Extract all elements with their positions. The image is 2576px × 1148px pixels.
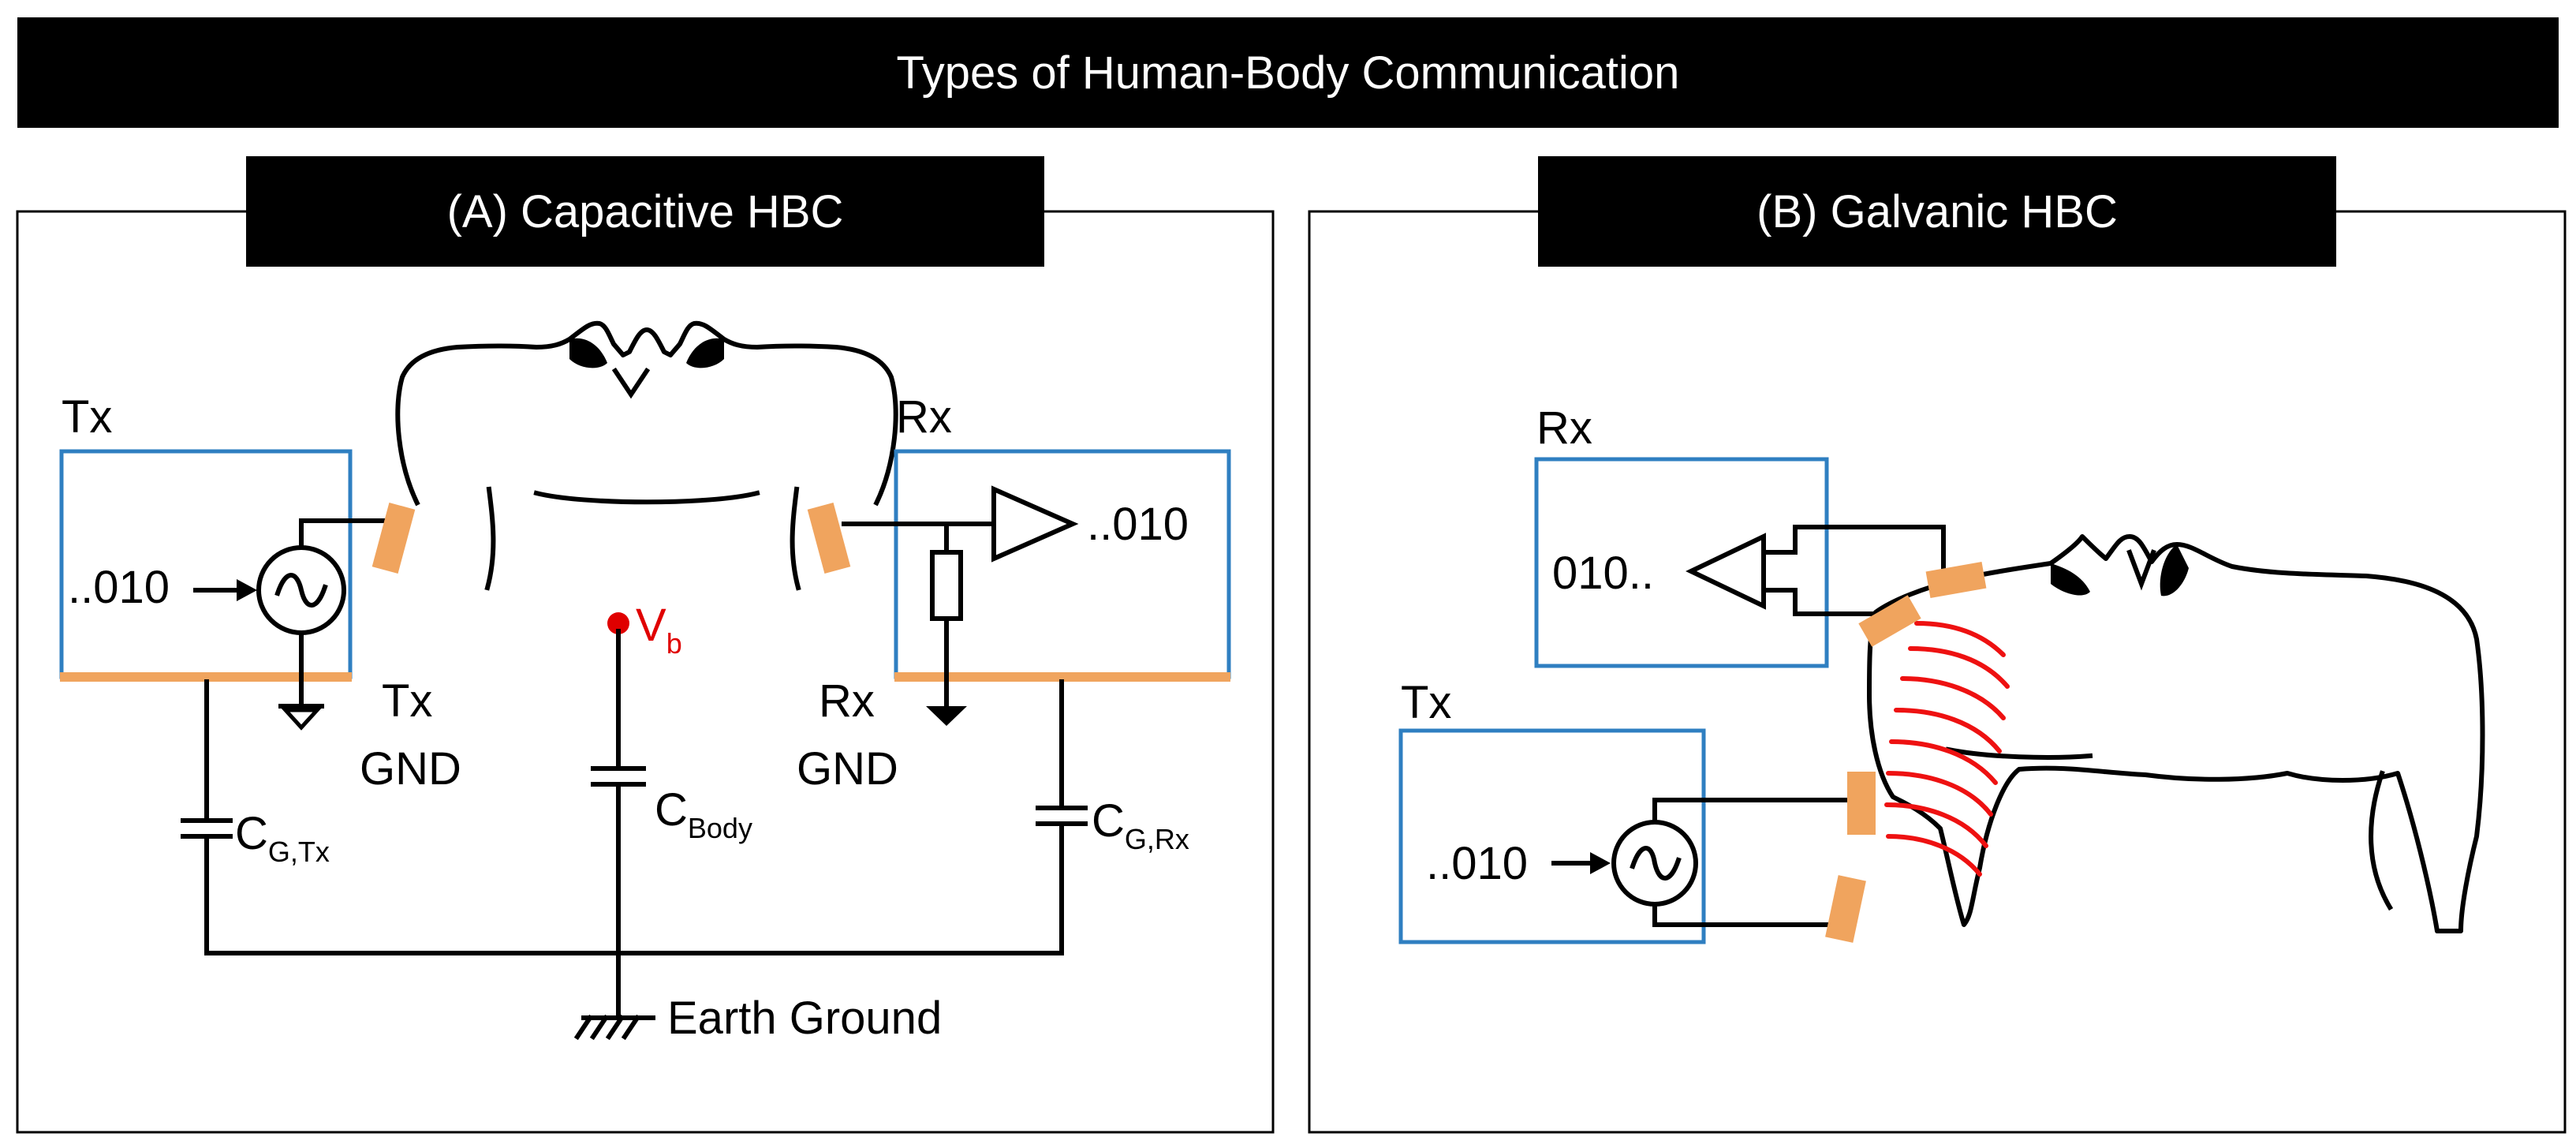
human-body-a (395, 320, 898, 591)
panel-a-title: (A) Capacitive HBC (447, 186, 844, 237)
tx-gnd-label-2: GND (360, 743, 461, 795)
panel-capacitive: (A) Capacitive HBC Tx ..010 Tx (16, 156, 1275, 1134)
rx-data-a: ..010 (1087, 499, 1189, 550)
rx-ground-icon (926, 706, 967, 726)
c-tx-label: CG,Tx (235, 808, 330, 868)
tx-electrode-b1 (1847, 772, 1876, 835)
panel-galvanic: (B) Galvanic HBC Rx 010.. (1308, 156, 2567, 1134)
rx-box-b (1534, 457, 1829, 668)
ac-source-icon (256, 545, 346, 635)
rx-label-b: Rx (1536, 402, 1592, 454)
current-field-lines (1884, 621, 2010, 877)
tx-label-b: Tx (1401, 677, 1451, 728)
rx-label-a: Rx (896, 391, 952, 443)
vb-node (607, 612, 629, 634)
amplifier-icon (991, 485, 1079, 563)
tx-signal-ground-icon (278, 704, 324, 731)
vb-label: Vb (636, 600, 682, 660)
c-body-label: CBody (655, 784, 752, 844)
rx-data-b: 010.. (1552, 548, 1654, 599)
panel-b-title: (B) Galvanic HBC (1757, 186, 2118, 237)
rx-gnd-label-1: Rx (819, 675, 875, 727)
rx-gnd-label-2: GND (797, 743, 898, 795)
resistor-icon (930, 550, 963, 621)
tx-electrode-a (371, 503, 416, 574)
earth-ground-label: Earth Ground (667, 993, 942, 1044)
rx-electrode-b2 (1858, 595, 1921, 647)
human-body-b (1867, 534, 2485, 933)
tx-gnd-label-1: Tx (382, 675, 432, 727)
title-text: Types of Human-Body Communication (897, 47, 1680, 99)
tx-electrode-b2 (1825, 875, 1866, 943)
tx-box-b (1398, 728, 1706, 944)
rx-electrode-b1 (1925, 562, 1987, 598)
tx-data-b: ..010 (1426, 838, 1528, 889)
earth-ground-icon (573, 1014, 655, 1041)
tx-data-a: ..010 (68, 562, 170, 613)
ac-source-icon-b (1611, 820, 1698, 907)
tx-label-a: Tx (62, 391, 112, 443)
title-banner: Types of Human-Body Communication (17, 17, 2559, 128)
rx-electrode-a (807, 503, 851, 574)
amplifier-icon-b (1686, 533, 1766, 610)
c-rx-label: CG,Rx (1092, 795, 1189, 855)
